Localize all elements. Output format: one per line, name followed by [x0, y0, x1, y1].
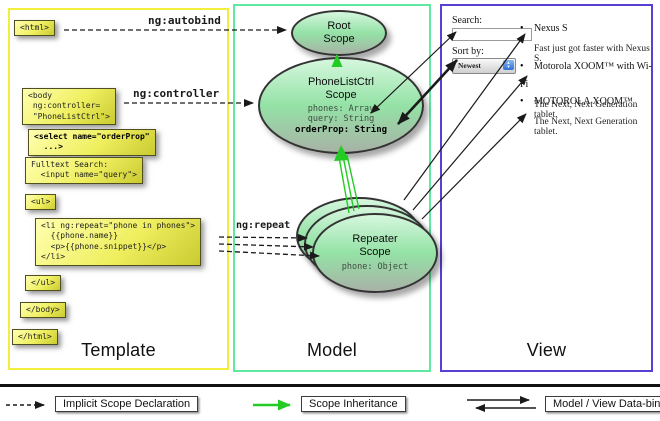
legend-implicit-scope: Implicit Scope Declaration — [55, 396, 199, 412]
list-item-title: MOTOROLA XOOM™ — [534, 96, 633, 107]
code-body-open: <body ng:controller= "PhoneListCtrl"> — [22, 88, 116, 126]
sort-select[interactable]: Newest ▲▼ — [452, 58, 516, 74]
code-fulltext-search: Fulltext Search: <input name="query"> — [25, 157, 143, 184]
phonelistctrl-scope-title: PhoneListCtrl Scope — [307, 76, 375, 101]
list-item-snippet: The Next, Next Generation tablet. — [534, 117, 638, 137]
legend-separator-line — [0, 384, 660, 387]
phonelistctrl-scope-orderprop: orderProp: String — [294, 124, 388, 135]
list-item: • MOTOROLA XOOM™ The Next, Next Generatio… — [520, 91, 652, 137]
view-label: View — [526, 340, 567, 360]
root-scope-title: Root Scope — [323, 20, 355, 45]
ng-controller-label: ng:controller — [133, 87, 220, 100]
list-item-title: Nexus S — [534, 23, 568, 34]
list-item-snippet: The Next, Next Generation tablet. — [534, 100, 638, 120]
code-html-open: <html> — [14, 20, 55, 37]
ng-repeat-label: ng:repeat — [236, 220, 291, 231]
repeater-scope-title: Repeater Scope — [352, 233, 398, 258]
ng-autobind-label: ng:autobind — [148, 14, 221, 27]
code-ul-open: <ul> — [25, 194, 57, 211]
model-label: Model — [306, 340, 358, 360]
code-ul-close: </ul> — [25, 275, 62, 292]
code-li-ng-repeat: <li ng:repeat="phone in phones"> {{phone… — [35, 218, 202, 266]
sort-by-label: Sort by: — [452, 46, 484, 57]
search-label: Search: — [452, 15, 482, 26]
repeater-scope-ellipse: Repeater Scope phone: Object — [312, 213, 438, 293]
list-item-bullet: • — [520, 96, 524, 107]
code-html-close: </html> — [12, 329, 58, 346]
phonelistctrl-scope-props: phones: Array query: String — [307, 103, 375, 125]
list-item-bullet: • — [520, 61, 524, 72]
list-item-bullet: • — [520, 23, 524, 34]
select-stepper-icon: ▲▼ — [503, 60, 514, 70]
list-item-snippet: Fast just got faster with Nexus S. — [534, 44, 650, 64]
root-scope-ellipse: Root Scope — [291, 10, 387, 56]
phonelistctrl-scope-ellipse: PhoneListCtrl Scope phones: Array query:… — [258, 57, 424, 154]
sort-select-value: Newest — [458, 61, 481, 70]
code-select-orderprop: <select name="orderProp" ...> — [28, 129, 156, 156]
legend-data-binding: Model / View Data-binding — [545, 396, 660, 412]
list-item: • Nexus S Fast just got faster with Nexus… — [520, 18, 652, 64]
code-body-close: </body> — [20, 302, 66, 319]
legend-scope-inheritance: Scope Inheritance — [301, 396, 406, 412]
repeater-scope-prop: phone: Object — [341, 262, 409, 273]
template-label: Template — [81, 340, 156, 360]
list-item-title: Motorola XOOM™ with Wi-Fi — [520, 61, 652, 90]
